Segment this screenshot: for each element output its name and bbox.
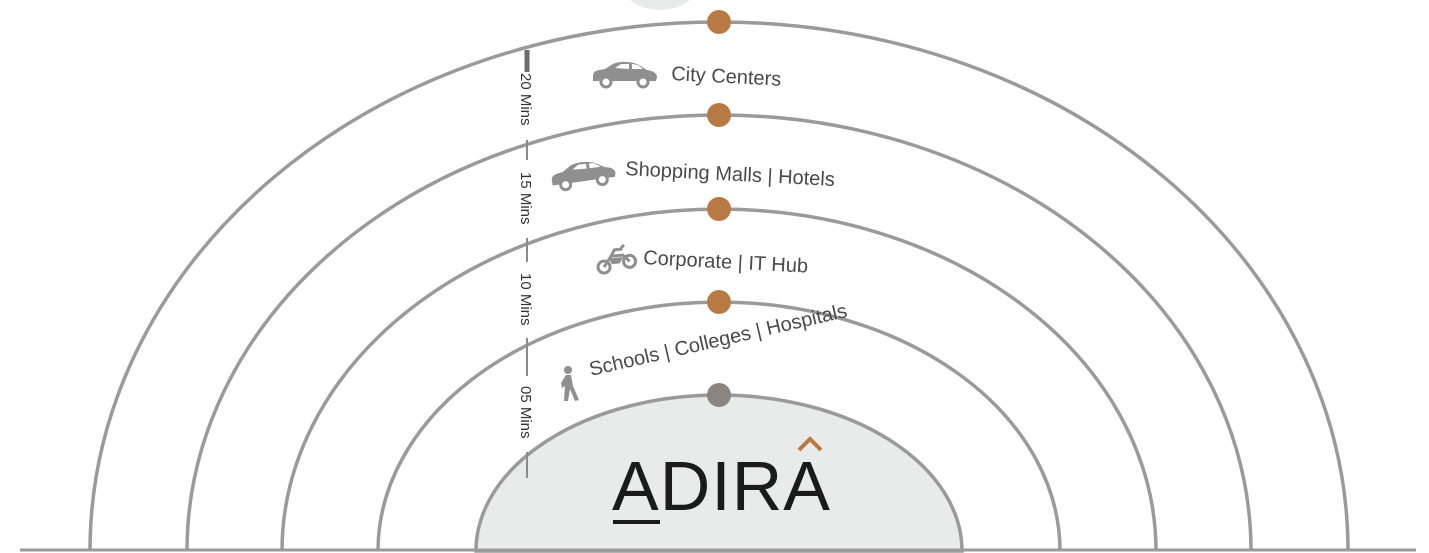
time-label-10: 10 Mins <box>517 273 534 326</box>
brand-caret-icon <box>797 436 823 452</box>
ring-dot-05 <box>707 290 731 314</box>
car-icon <box>551 161 616 192</box>
ring-label-15: Shopping Malls | Hotels <box>625 158 836 191</box>
ring-dot-10 <box>707 197 731 221</box>
ring-dot-20 <box>707 10 731 34</box>
walking-person-icon <box>561 366 579 401</box>
ring-label-10: Corporate | IT Hub <box>643 247 809 278</box>
center-dot <box>707 383 731 407</box>
motorcycle-icon <box>596 243 638 275</box>
time-label-05: 05 Mins <box>517 386 534 439</box>
car-icon <box>593 61 657 89</box>
ring-item-10: Corporate | IT Hub <box>596 243 809 278</box>
ring-label-20: City Centers <box>671 63 782 91</box>
time-scale: 20 Mins 15 Mins 10 Mins 05 Mins <box>517 50 534 478</box>
brand-logo: ADIRA <box>612 436 831 525</box>
time-label-20: 20 Mins <box>517 73 534 126</box>
ring-item-20: City Centers <box>593 61 782 91</box>
ring-item-15: Shopping Malls | Hotels <box>551 158 836 192</box>
ring-dot-15 <box>707 103 731 127</box>
brand-wordmark: ADIRA <box>612 447 831 525</box>
time-label-15: 15 Mins <box>517 172 534 225</box>
top-partial-circle <box>630 0 690 10</box>
